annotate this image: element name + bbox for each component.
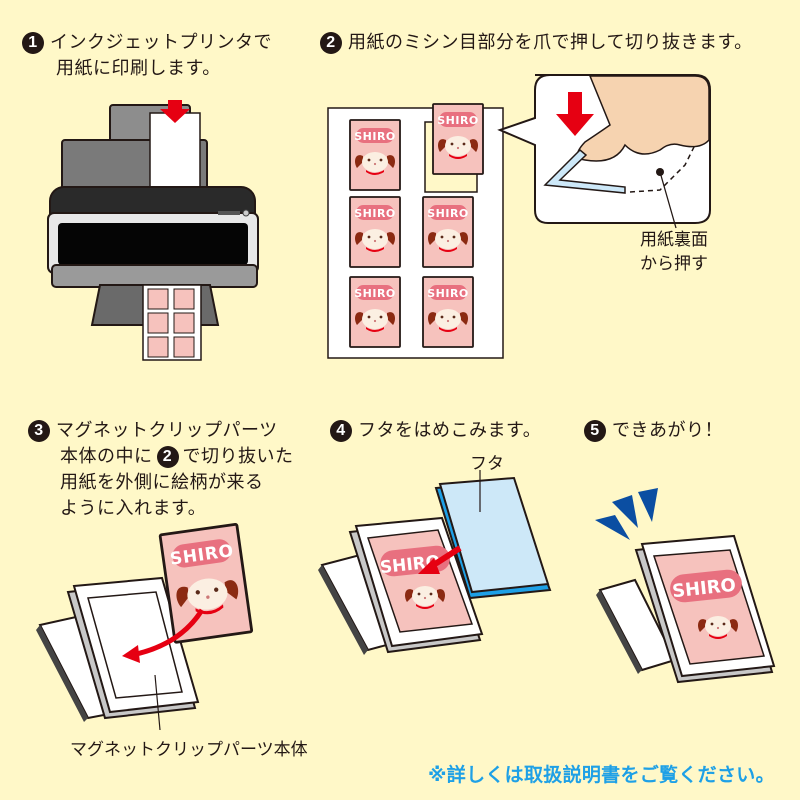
step-4-text: 4 フタをはめこみます。 (330, 418, 541, 444)
down-arrow-icon (556, 92, 594, 136)
step-3-inline-ref-badge: 2 (156, 446, 179, 468)
printed-card-grid (147, 288, 195, 358)
press-from-back-label: 用紙裏面 から押す (640, 228, 708, 276)
step-4-number-badge: 4 (330, 420, 352, 442)
step-2-number-badge: 2 (320, 32, 342, 54)
step-1-number-badge: 1 (22, 32, 44, 54)
step-1-line-1: インクジェットプリンタで (50, 32, 272, 53)
lid-label: フタ (470, 454, 504, 474)
step-3-line-4: ように入れます。 (60, 498, 207, 519)
clip-body-label: マグネットクリップパーツ本体 (70, 740, 308, 760)
step-5-line-1: できあがり！ (612, 420, 723, 441)
finger-press-callout (497, 74, 711, 229)
step-4-line-1: フタをはめこみます。 (358, 420, 542, 441)
step-3-line-2a: 本体の中に (60, 446, 153, 467)
step-1-line-2: 用紙に印刷します。 (56, 58, 221, 79)
clip-body-illustration (36, 530, 300, 731)
step-3-line-2b: で切り抜いた (182, 446, 294, 467)
down-arrow-icon (160, 100, 190, 123)
step-5-number-badge: 5 (584, 420, 606, 442)
printer-illustration (47, 100, 259, 361)
step-2-line-1: 用紙のミシン目部分を爪で押して切り抜きます。 (348, 32, 753, 53)
step-5-text: 5 できあがり！ (584, 418, 723, 444)
step-2-text: 2 用紙のミシン目部分を爪で押して切り抜きます。 (320, 30, 753, 56)
refer-to-manual-note: ※詳しくは取扱説明書をご覧ください。 (428, 764, 775, 786)
finished-clip-illustration: SHIRO (595, 488, 776, 684)
sparkle-icon (595, 488, 658, 540)
popped-out-card (433, 104, 483, 174)
step-3-line-3: 用紙を外側に絵柄が来る (60, 472, 264, 493)
step-3-line-1: マグネットクリップパーツ (56, 420, 278, 441)
card-sheet-illustration (327, 100, 504, 359)
press-from-back-line-2: から押す (640, 254, 708, 274)
press-from-back-line-1: 用紙裏面 (640, 230, 708, 250)
step-1-text: 1 インクジェットプリンタで 用紙に印刷します。 (22, 30, 272, 82)
insert-lid-illustration: SHIRO (318, 470, 552, 655)
step-3-number-badge: 3 (28, 420, 50, 442)
